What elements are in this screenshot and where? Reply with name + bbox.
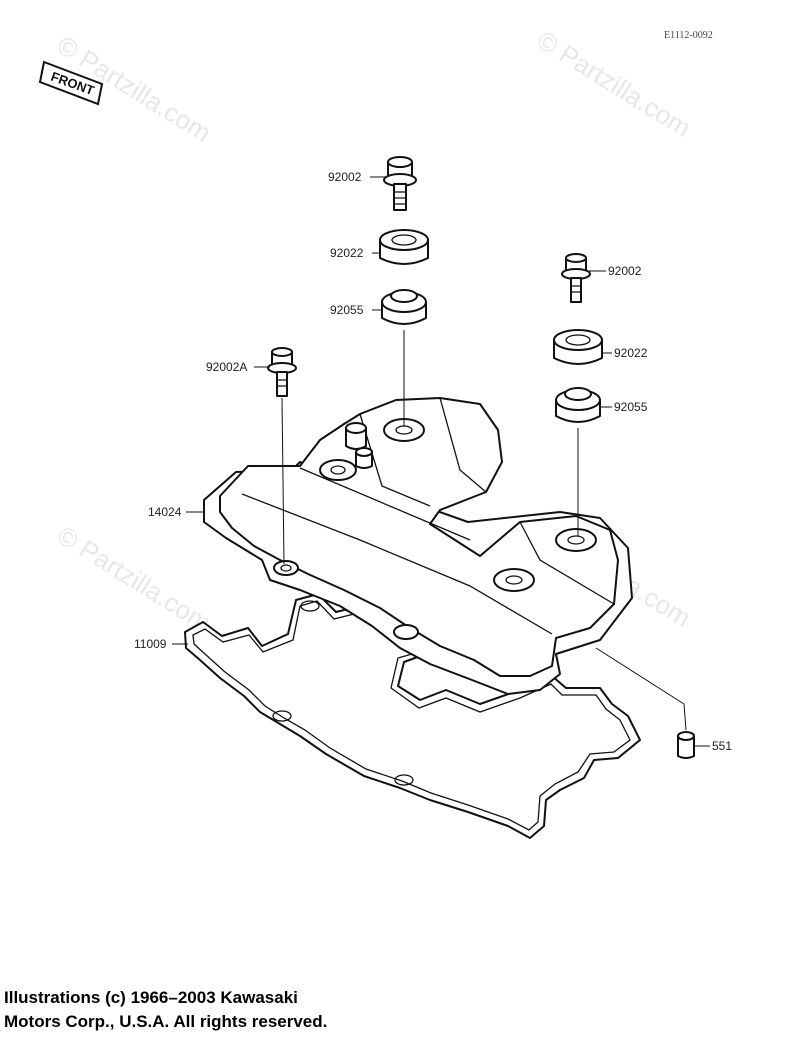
label-92002-right: 92002 [608, 264, 642, 278]
label-92002a: 92002A [206, 360, 247, 374]
label-92002-left: 92002 [328, 170, 362, 184]
sleeve-551 [677, 731, 695, 759]
copyright-line-2: Motors Corp., U.S.A. All rights reserved… [4, 1012, 328, 1031]
bolt-92002a [267, 347, 297, 397]
label-92022-left: 92022 [330, 246, 364, 260]
diagram-code: E1112-0092 [664, 30, 713, 41]
bolt-92002-right [561, 253, 591, 303]
watermark: © Partzilla.com [52, 520, 216, 638]
bolt-92002-left [383, 156, 417, 211]
grommet-92055-left [381, 289, 427, 325]
label-14024: 14024 [148, 505, 182, 519]
copyright-notice: Illustrations (c) 1966–2003 Kawasaki Mot… [4, 986, 504, 1034]
label-11009: 11009 [134, 637, 167, 651]
part-labels: 92002 92022 92055 92002 92022 92055 9200… [134, 170, 732, 753]
washer-92022-right [553, 329, 603, 365]
washer-92022-left [379, 229, 429, 265]
cylinder-head-cover-14024 [203, 397, 633, 695]
label-92022-right: 92022 [614, 346, 648, 360]
label-92055-right: 92055 [614, 400, 648, 414]
watermark: © Partzilla.com [532, 25, 696, 143]
copyright-line-1: Illustrations (c) 1966–2003 Kawasaki [4, 988, 298, 1007]
leader-551 [595, 647, 685, 705]
label-92055-left: 92055 [330, 303, 364, 317]
label-551: 551 [712, 739, 732, 753]
leader-92002a [281, 397, 285, 565]
grommet-92055-right [555, 387, 601, 423]
